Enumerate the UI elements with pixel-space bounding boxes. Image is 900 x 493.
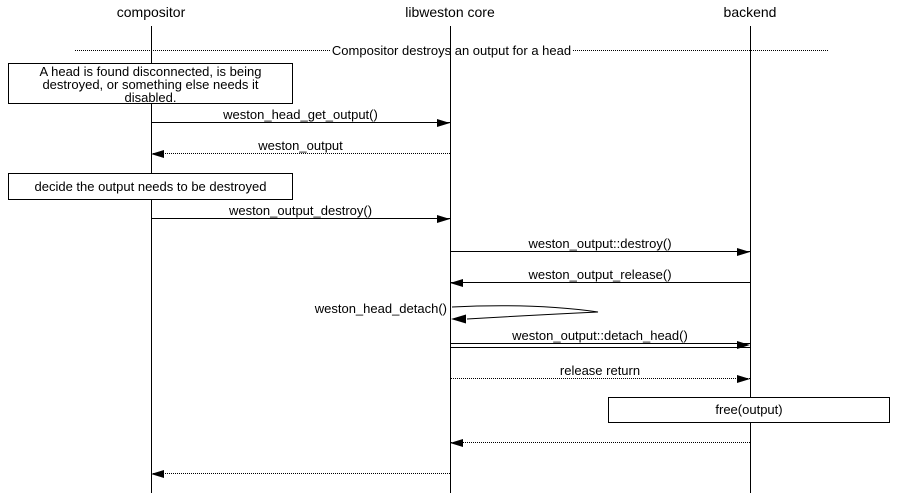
actor-label-compositor: compositor bbox=[116, 4, 186, 20]
message-label: release return bbox=[559, 363, 641, 378]
message-arrow-line bbox=[450, 279, 750, 287]
actor-label-libweston-core: libweston core bbox=[405, 4, 495, 20]
lifeline-libweston-core bbox=[450, 26, 451, 493]
divider-dotted-line-right bbox=[573, 49, 829, 51]
message-weston-output-release: weston_output_release() bbox=[450, 267, 750, 287]
note-free-output: free(output) bbox=[608, 397, 890, 423]
arrowhead-left-icon bbox=[451, 314, 466, 324]
arrowhead-right-icon bbox=[737, 375, 750, 383]
note-text-line: destroyed, or something else needs it bbox=[42, 77, 259, 92]
message-label: weston_output_release() bbox=[528, 267, 672, 282]
arrowhead-left-icon bbox=[151, 470, 164, 478]
message-label-weston-head-detach: weston_head_detach() bbox=[314, 301, 447, 316]
message-return-line bbox=[450, 439, 750, 447]
message-label: weston_output::destroy() bbox=[528, 236, 672, 251]
arrowhead-right-icon bbox=[437, 215, 450, 223]
note-text: decide the output needs to be destroyed bbox=[34, 179, 267, 194]
message-weston-output-destroy: weston_output_destroy() bbox=[151, 203, 450, 223]
note-head-disconnected: A head is found disconnected, is being d… bbox=[8, 63, 293, 104]
message-arrow-line bbox=[450, 248, 750, 256]
arrowhead-right-icon bbox=[437, 119, 450, 127]
note-text-line: A head is found disconnected, is being bbox=[39, 64, 262, 79]
message-label: weston_output::detach_head() bbox=[512, 328, 688, 343]
arrowhead-left-icon bbox=[450, 279, 463, 287]
actor-label-backend: backend bbox=[723, 4, 777, 20]
diagram-title: Compositor destroys an output for a head bbox=[331, 42, 572, 58]
note-text-line: disabled. bbox=[124, 90, 177, 105]
message-label: weston_output bbox=[258, 138, 343, 153]
message-release-return: release return bbox=[450, 363, 750, 383]
note-text: free(output) bbox=[715, 402, 783, 417]
divider-dotted-line-left bbox=[75, 49, 330, 51]
arrowhead-left-icon bbox=[450, 439, 463, 447]
message-label: weston_output_destroy() bbox=[228, 203, 373, 218]
arrowhead-right-icon bbox=[737, 248, 750, 256]
self-call-loop-arrow bbox=[451, 305, 599, 324]
message-weston-output-return: weston_output bbox=[151, 138, 450, 158]
arrowhead-right-icon bbox=[737, 341, 750, 349]
note-decide-destroy: decide the output needs to be destroyed bbox=[8, 173, 293, 200]
message-weston-output-destroy-vfunc: weston_output::destroy() bbox=[450, 236, 750, 256]
message-return-line bbox=[151, 470, 450, 478]
arrowhead-left-icon bbox=[151, 150, 164, 158]
message-arrow-line bbox=[151, 215, 450, 223]
lifeline-compositor bbox=[151, 26, 152, 493]
message-unlabeled-return-compositor bbox=[151, 470, 450, 478]
message-weston-head-get-output: weston_head_get_output() bbox=[151, 107, 450, 127]
message-weston-output-detach-head: weston_output::detach_head() bbox=[450, 328, 750, 349]
message-label: weston_head_get_output() bbox=[223, 107, 378, 122]
message-arrow-line bbox=[151, 119, 450, 127]
message-unlabeled-return-backend bbox=[450, 439, 750, 447]
message-return-line bbox=[151, 150, 450, 158]
message-return-line bbox=[450, 375, 750, 383]
lifeline-backend bbox=[750, 26, 751, 493]
diagram-title-divider: Compositor destroys an output for a head bbox=[75, 42, 829, 58]
message-arrow-line bbox=[450, 341, 750, 349]
